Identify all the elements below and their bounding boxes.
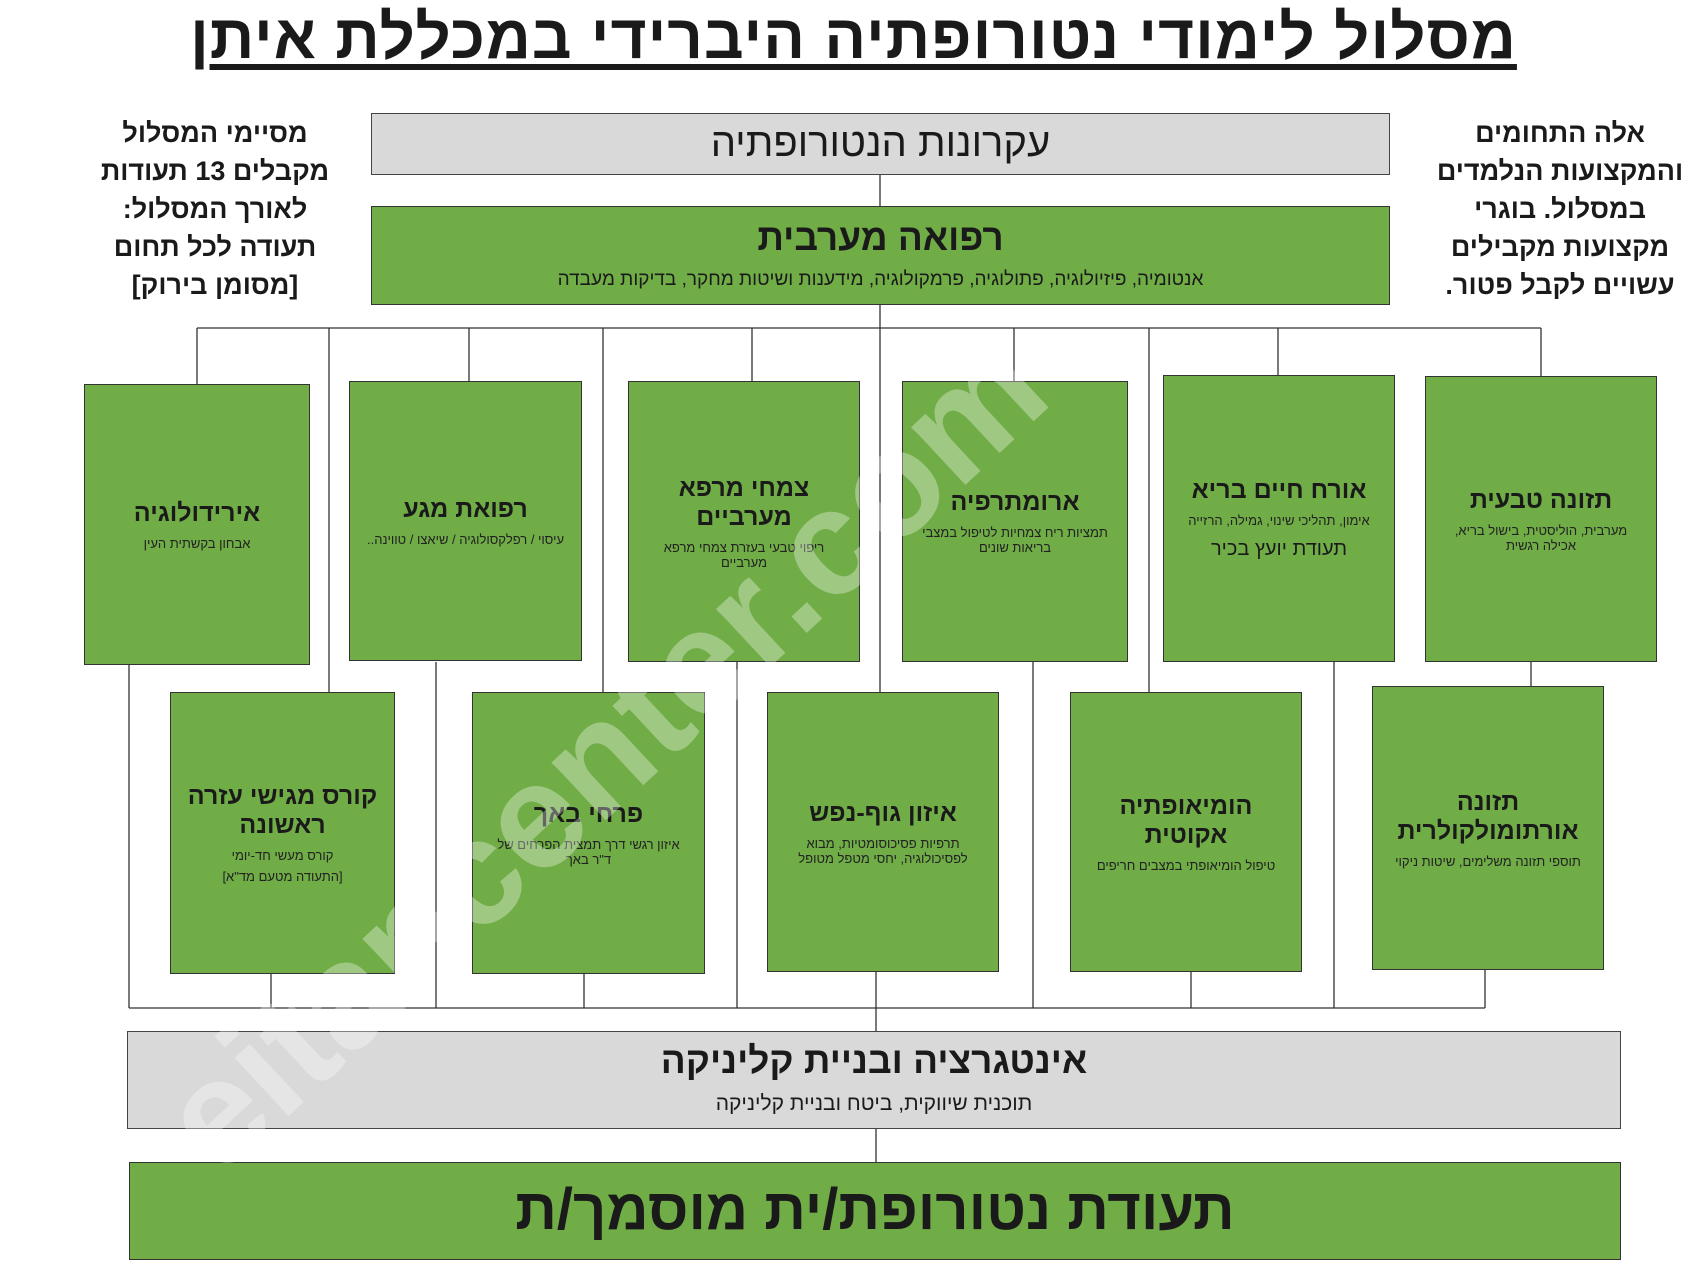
integration-box: אינטגרציה ובניית קליניקה תוכנית שיווקית,… bbox=[127, 1031, 1621, 1129]
card-desc: תרפיות פסיכוסומטיות, מבוא לפסיכולוגיה, י… bbox=[798, 835, 968, 866]
card-title: פרחי באך bbox=[533, 799, 644, 828]
orthomolecular-nutrition-card: תזונה אורתומולקולרית תוספי תזונה משלימים… bbox=[1372, 686, 1604, 970]
card-title: אירידולוגיה bbox=[133, 498, 261, 527]
western-medicine-box: רפואה מערבית אנטומיה, פיזיולוגיה, פתולוג… bbox=[371, 206, 1390, 305]
card-desc: אימון, תהליכי שינוי, גמילה, הרזייה bbox=[1188, 513, 1370, 528]
card-title: אורח חיים בריא bbox=[1191, 476, 1367, 504]
card-title: רפואת מגע bbox=[403, 495, 528, 523]
body-mind-balance-card: איזון גוף-נפש תרפיות פסיכוסומטיות, מבוא … bbox=[767, 692, 999, 972]
certificate-box: תעודת נטורופת/ית מוסמך/ת bbox=[129, 1162, 1621, 1260]
right-note-line: אלה התחומים bbox=[1475, 118, 1645, 148]
card-title: קורס מגישי עזרה ראשונה bbox=[187, 782, 378, 839]
page-title: מסלול לימודי נטורופתיה היברידי במכללת אי… bbox=[190, 3, 1517, 72]
aromatherapy-card: ארומתרפיה תמציות ריח צמחיות לטיפול במצבי… bbox=[902, 381, 1128, 662]
right-note: אלה התחומים והמקצועות הנלמדים במסלול. בו… bbox=[1420, 114, 1700, 304]
card-desc: עיסוי / רפלקסולוגיה / שיאצו / טווינה.. bbox=[366, 532, 565, 547]
left-note-line: מסיימי המסלול bbox=[122, 118, 308, 148]
left-note-line: תעודה לכל תחום bbox=[113, 232, 317, 262]
card-title: איזון גוף-נפש bbox=[809, 798, 957, 827]
card-desc: אבחון בקשתית העין bbox=[143, 535, 251, 551]
card-desc: תמציות ריח צמחיות לטיפול במצבי בריאות שו… bbox=[922, 525, 1108, 555]
right-note-line: עשויים לקבל פטור. bbox=[1445, 270, 1675, 300]
right-note-line: והמקצועות הנלמדים bbox=[1436, 156, 1684, 186]
western-medicine-title: רפואה מערבית bbox=[757, 217, 1004, 258]
integration-desc: תוכנית שיווקית, ביטח ובניית קליניקה bbox=[715, 1092, 1033, 1115]
card-desc: תוספי תזונה משלימים, שיטות ניקוי bbox=[1395, 853, 1581, 869]
card-title: צמחי מרפא מערביים bbox=[678, 473, 810, 531]
card-desc: קורס מעשי חד-יומי bbox=[231, 848, 334, 863]
right-note-line: מקצועות מקבילים bbox=[1450, 232, 1670, 262]
card-title: ארומתרפיה bbox=[950, 488, 1080, 516]
western-medicine-desc: אנטומיה, פיזיולוגיה, פתולוגיה, פרמקולוגי… bbox=[557, 269, 1204, 290]
card-certificate: תעודת יועץ בכיר bbox=[1210, 538, 1348, 560]
right-note-line: במסלול. בוגרי bbox=[1474, 194, 1646, 224]
card-note: [התעודה מטעם מד"א] bbox=[222, 869, 343, 884]
card-title: תזונה אורתומולקולרית bbox=[1397, 787, 1579, 845]
bach-flowers-card: פרחי באך איזון רגשי דרך תמצית הפרחים של … bbox=[472, 692, 705, 974]
card-title: תזונה טבעית bbox=[1469, 485, 1613, 514]
left-note-line: לאורך המסלול: bbox=[122, 194, 308, 224]
card-desc: איזון רגשי דרך תמצית הפרחים של ד"ר באך bbox=[497, 836, 680, 867]
left-note-line: מקבלים 13 תעודות bbox=[100, 156, 330, 186]
healthy-lifestyle-card: אורח חיים בריא אימון, תהליכי שינוי, גמיל… bbox=[1163, 375, 1395, 662]
left-note-line: [מסומן בירוק] bbox=[131, 270, 299, 300]
card-desc: ריפוי טבעי בעזרת צמחי מרפא מערביים bbox=[663, 539, 825, 570]
card-title: הומיאופתיה אקוטית bbox=[1119, 791, 1253, 849]
acute-homeopathy-card: הומיאופתיה אקוטית טיפול הומיאופתי במצבים… bbox=[1070, 692, 1302, 972]
western-herbs-card: צמחי מרפא מערביים ריפוי טבעי בעזרת צמחי … bbox=[628, 381, 860, 662]
iridology-card: אירידולוגיה אבחון בקשתית העין bbox=[84, 384, 310, 665]
natural-nutrition-card: תזונה טבעית מערבית, הוליסטית, בישול בריא… bbox=[1425, 376, 1657, 662]
integration-title: אינטגרציה ובניית קליניקה bbox=[660, 1040, 1088, 1081]
first-aid-course-card: קורס מגישי עזרה ראשונה קורס מעשי חד-יומי… bbox=[170, 692, 395, 974]
card-desc: מערבית, הוליסטית, בישול בריא, אכילה רגשי… bbox=[1454, 522, 1628, 553]
left-note: מסיימי המסלול מקבלים 13 תעודות לאורך המס… bbox=[75, 114, 355, 304]
touch-therapy-card: רפואת מגע עיסוי / רפלקסולוגיה / שיאצו / … bbox=[349, 381, 582, 661]
card-desc: טיפול הומיאופתי במצבים חריפים bbox=[1096, 857, 1276, 873]
principles-box: עקרונות הנטורופתיה bbox=[371, 113, 1390, 175]
